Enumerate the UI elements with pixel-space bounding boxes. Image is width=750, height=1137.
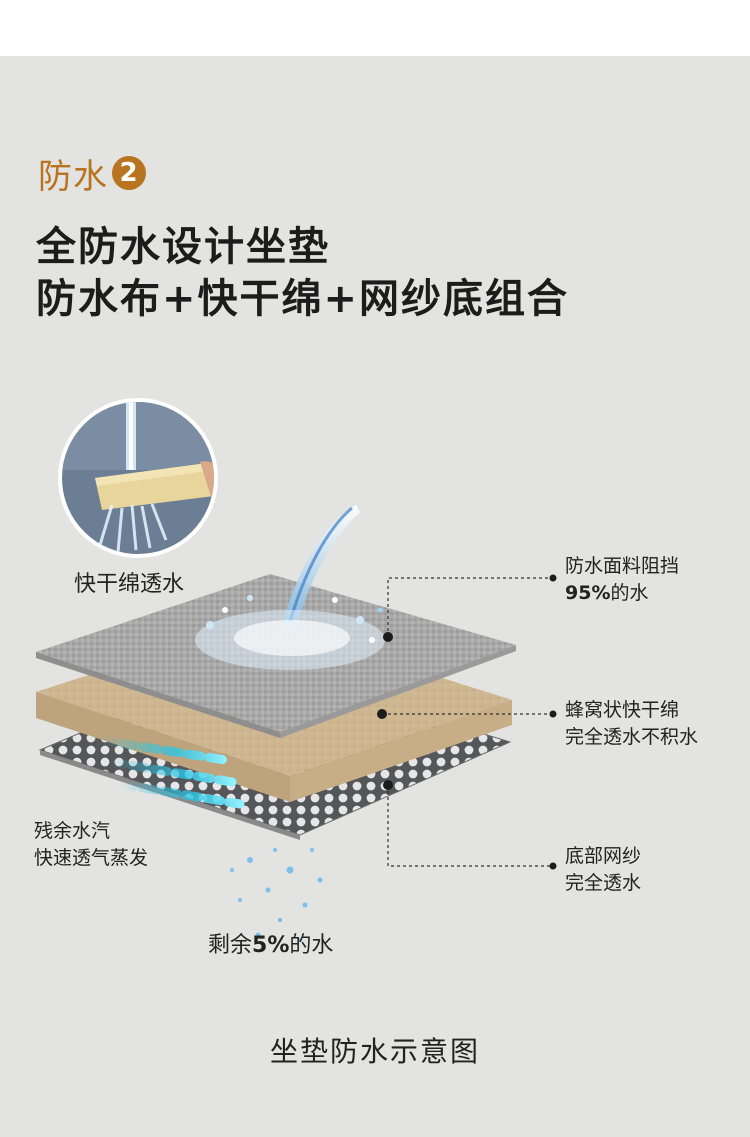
- remaining-water-note: 剩余5%的水: [208, 932, 333, 959]
- callout-middle-line2: 完全透水不积水: [565, 726, 699, 748]
- callout-bottom-line1: 底部网纱: [565, 845, 642, 867]
- inset-caption: 快干绵透水: [74, 572, 185, 597]
- water-drops-icon: [230, 848, 323, 942]
- background-panel: [0, 56, 750, 1137]
- remaining-suffix: 的水: [289, 933, 334, 958]
- section-number-badge: 2: [112, 156, 146, 190]
- callout-top-line1: 防水面料阻挡: [565, 555, 680, 577]
- vapor-note-line1: 残余水汽: [34, 820, 111, 842]
- callout-top-percent: 95%: [565, 582, 611, 604]
- callout-middle: 蜂窝状快干绵 完全透水不积水: [565, 697, 698, 751]
- callout-top: 防水面料阻挡 95%的水: [565, 553, 679, 607]
- section-tag: 防水 2: [38, 150, 146, 197]
- callout-top-line2: 95%的水: [565, 580, 679, 607]
- section-tag-text: 防水: [38, 156, 108, 197]
- water-splash-icon: [195, 505, 385, 670]
- callout-leaders: [382, 577, 552, 867]
- vapor-arrows-icon: [95, 735, 245, 809]
- remaining-percent: 5%: [252, 933, 290, 958]
- callout-bottom-line2: 完全透水: [565, 872, 642, 894]
- vapor-note-line2: 快速透气蒸发: [34, 847, 149, 869]
- callout-bottom: 底部网纱 完全透水: [565, 843, 641, 897]
- inset-foam-photo: [58, 398, 218, 558]
- vapor-note: 残余水汽 快速透气蒸发: [34, 818, 148, 872]
- diagram-caption: 坐垫防水示意图: [269, 1035, 480, 1068]
- title-line-1: 全防水设计坐垫: [36, 224, 330, 270]
- remaining-prefix: 剩余: [208, 933, 253, 958]
- title-line-2: 防水布+快干绵+网纱底组合: [36, 276, 570, 322]
- callout-top-rest: 的水: [610, 582, 649, 604]
- callout-middle-line1: 蜂窝状快干绵: [565, 699, 680, 721]
